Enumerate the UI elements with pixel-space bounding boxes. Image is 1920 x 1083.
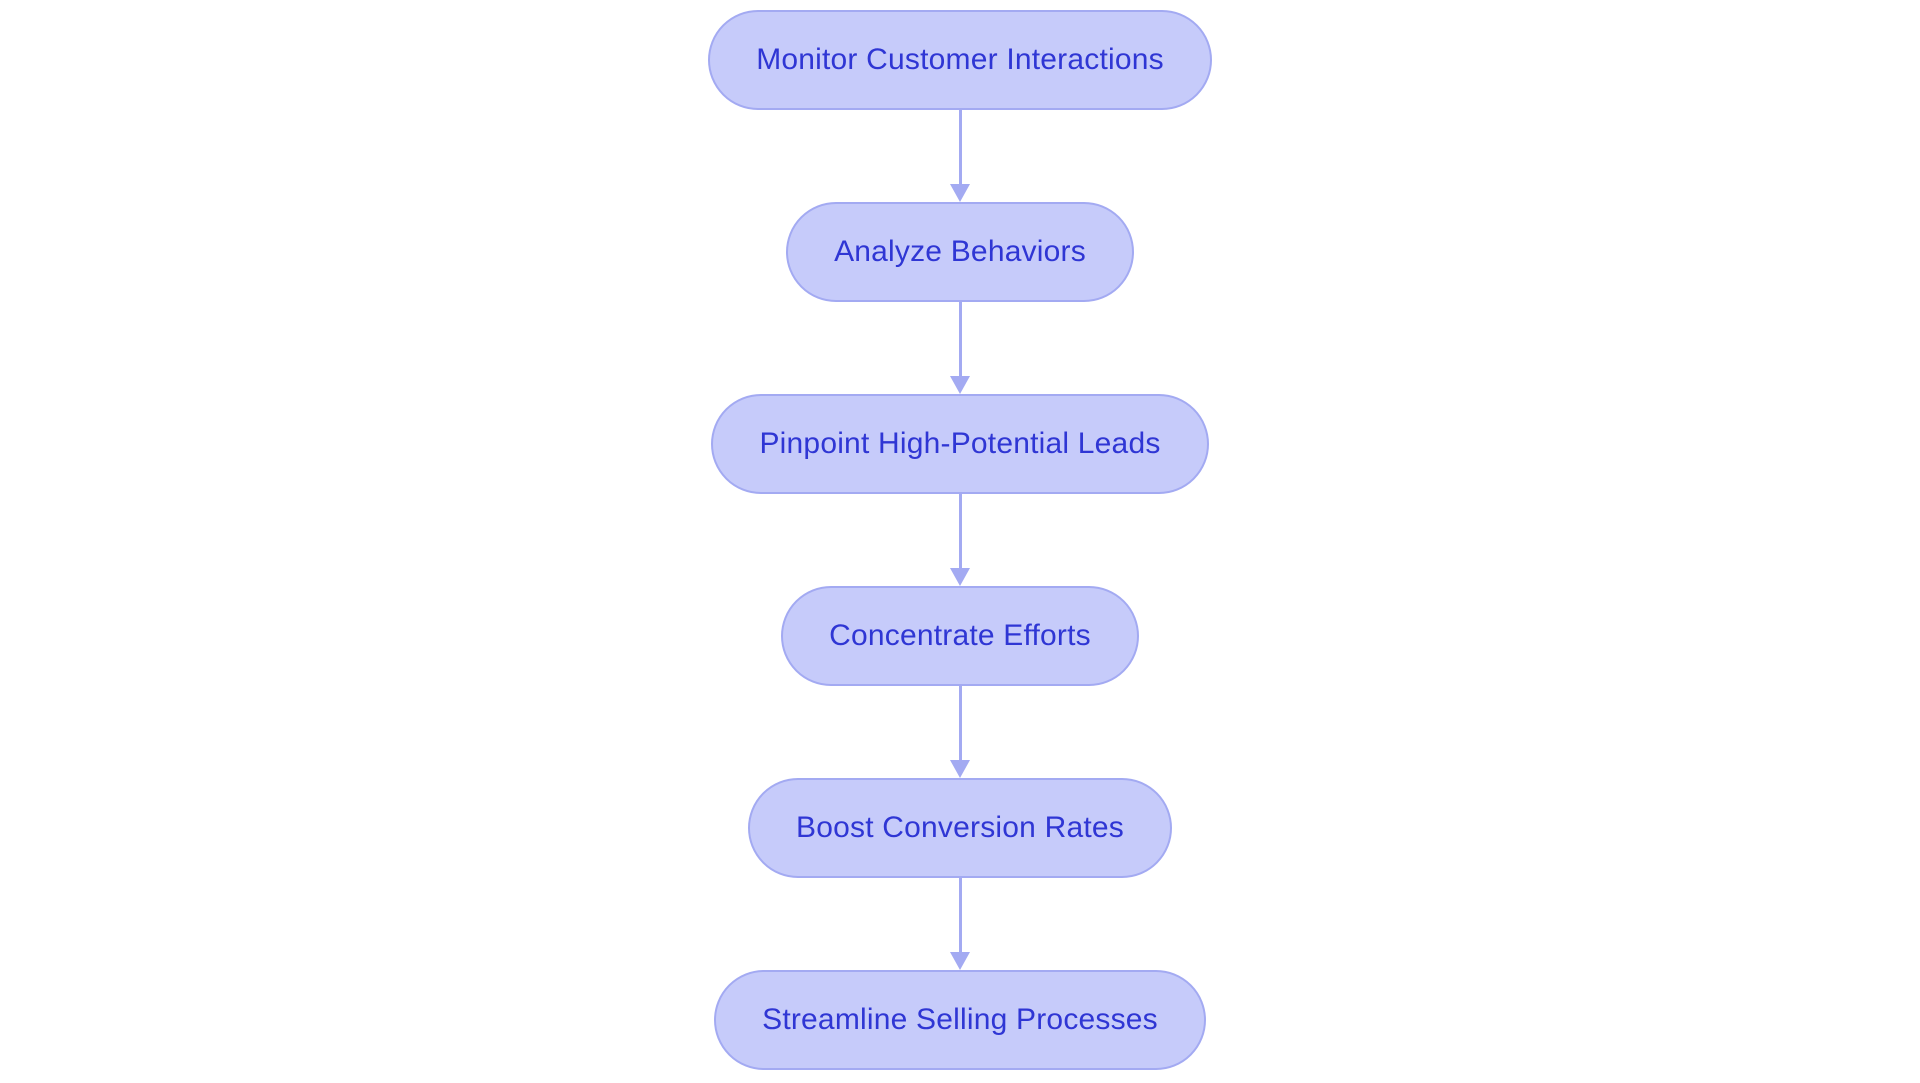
- flow-node-boost-conversion-rates[interactable]: Boost Conversion Rates: [748, 778, 1172, 878]
- connector-line: [958, 878, 962, 953]
- flow-connector-5: [940, 878, 980, 970]
- arrow-down-icon: [950, 184, 970, 202]
- flow-node-streamline-selling-processes[interactable]: Streamline Selling Processes: [714, 970, 1206, 1070]
- flow-node-label: Streamline Selling Processes: [762, 1003, 1158, 1036]
- flow-connector-4: [940, 686, 980, 778]
- flow-connector-1: [940, 110, 980, 202]
- arrow-down-icon: [950, 376, 970, 394]
- flow-node-monitor-customer-interactions[interactable]: Monitor Customer Interactions: [708, 10, 1212, 110]
- arrow-down-icon: [950, 952, 970, 970]
- connector-line: [958, 302, 962, 377]
- flow-node-concentrate-efforts[interactable]: Concentrate Efforts: [781, 586, 1139, 686]
- flow-node-label: Analyze Behaviors: [834, 235, 1086, 268]
- flow-node-label: Pinpoint High-Potential Leads: [759, 427, 1161, 460]
- arrow-down-icon: [950, 760, 970, 778]
- connector-line: [958, 494, 962, 569]
- connector-line: [958, 110, 962, 185]
- flow-connector-2: [940, 302, 980, 394]
- flow-node-label: Monitor Customer Interactions: [756, 43, 1164, 76]
- arrow-down-icon: [950, 568, 970, 586]
- flow-node-analyze-behaviors[interactable]: Analyze Behaviors: [786, 202, 1134, 302]
- flow-node-label: Boost Conversion Rates: [796, 811, 1124, 844]
- flow-node-label: Concentrate Efforts: [829, 619, 1091, 652]
- connector-line: [958, 686, 962, 761]
- flow-node-pinpoint-high-potential-leads[interactable]: Pinpoint High-Potential Leads: [711, 394, 1209, 494]
- flow-connector-3: [940, 494, 980, 586]
